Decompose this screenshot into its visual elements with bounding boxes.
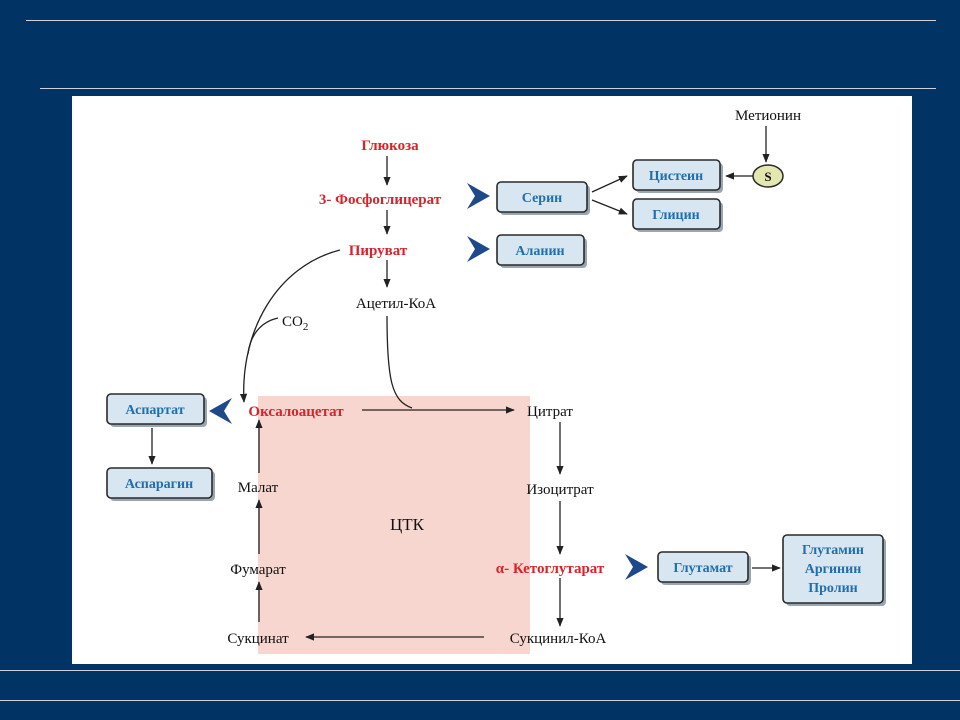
citrate-label: Цитрат bbox=[527, 404, 573, 420]
chevron-oxaloacetate-to-aspartate bbox=[209, 398, 232, 424]
co2-text: CO bbox=[282, 314, 303, 330]
asparagine-box bbox=[106, 467, 213, 499]
cysteine-label: Цистеин bbox=[649, 169, 703, 184]
chevron-3pg-to-serine bbox=[467, 183, 490, 209]
glutamate-label: Глутамат bbox=[673, 561, 732, 576]
arrow-acetylcoa-to-citrate bbox=[386, 315, 413, 409]
glucose-label: Глюкоза bbox=[361, 138, 419, 154]
pyruvate-label: Пируват bbox=[349, 243, 408, 259]
serine-label: Серин bbox=[522, 191, 562, 206]
arginine-label: Аргинин bbox=[805, 562, 862, 577]
succinyl-coa-label: Сукцинил-КоА bbox=[510, 631, 607, 647]
chevron-pyruvate-to-alanine bbox=[467, 236, 490, 262]
co2-input-curve bbox=[247, 317, 279, 355]
isocitrate-label: Изоцитрат bbox=[526, 482, 594, 498]
succinate-label: Сукцинат bbox=[227, 631, 289, 647]
amino-acid-synthesis-diagram: Глюкоза 3- Фосфоглицерат Пируват Оксалоа… bbox=[106, 108, 886, 654]
arrow-serine-to-cysteine bbox=[591, 175, 628, 193]
ketoglutarate-label: α- Кетоглутарат bbox=[496, 561, 605, 577]
glycine-box bbox=[632, 198, 721, 230]
glutamine-label: Глутамин bbox=[802, 543, 864, 558]
sulfur-label: S bbox=[764, 169, 771, 184]
chevron-ketoglutarate-to-glutamate bbox=[625, 554, 648, 580]
proline-label: Пролин bbox=[808, 581, 857, 596]
co2-subscript: 2 bbox=[303, 321, 309, 333]
fumarate-label: Фумарат bbox=[230, 562, 286, 578]
title-divider-line bbox=[40, 88, 936, 89]
alanine-label: Аланин bbox=[515, 244, 564, 259]
serine-box bbox=[496, 181, 588, 213]
bottom-divider-line-2 bbox=[0, 700, 960, 701]
phosphoglycerate-label: 3- Фосфоглицерат bbox=[319, 192, 442, 208]
aspartate-label: Аспартат bbox=[125, 403, 184, 418]
malate-label: Малат bbox=[238, 480, 279, 496]
arrow-serine-to-glycine bbox=[591, 199, 628, 215]
glutamate-box bbox=[657, 551, 749, 583]
alanine-box bbox=[496, 234, 585, 266]
asparagine-label: Аспарагин bbox=[125, 477, 193, 492]
cysteine-box bbox=[632, 159, 721, 191]
methionine-label: Метионин bbox=[735, 108, 801, 124]
aspartate-box bbox=[106, 393, 205, 425]
sulfur-circle bbox=[752, 164, 784, 188]
diagram-panel: Глюкоза 3- Фосфоглицерат Пируват Оксалоа… bbox=[72, 96, 912, 664]
co2-label: CO2 bbox=[282, 314, 308, 333]
top-divider-line bbox=[26, 20, 936, 21]
acetyl-coa-label: Ацетил-КоА bbox=[356, 296, 436, 312]
tca-cycle-area bbox=[258, 396, 530, 654]
arrow-pyruvate-to-oxaloacetate bbox=[239, 249, 341, 403]
glycine-label: Глицин bbox=[652, 208, 699, 223]
tca-cycle-label: ЦТК bbox=[390, 515, 425, 534]
glutamine-group-box bbox=[782, 534, 884, 604]
oxaloacetate-label: Оксалоацетат bbox=[248, 404, 344, 420]
bottom-divider-line-1 bbox=[0, 670, 960, 671]
